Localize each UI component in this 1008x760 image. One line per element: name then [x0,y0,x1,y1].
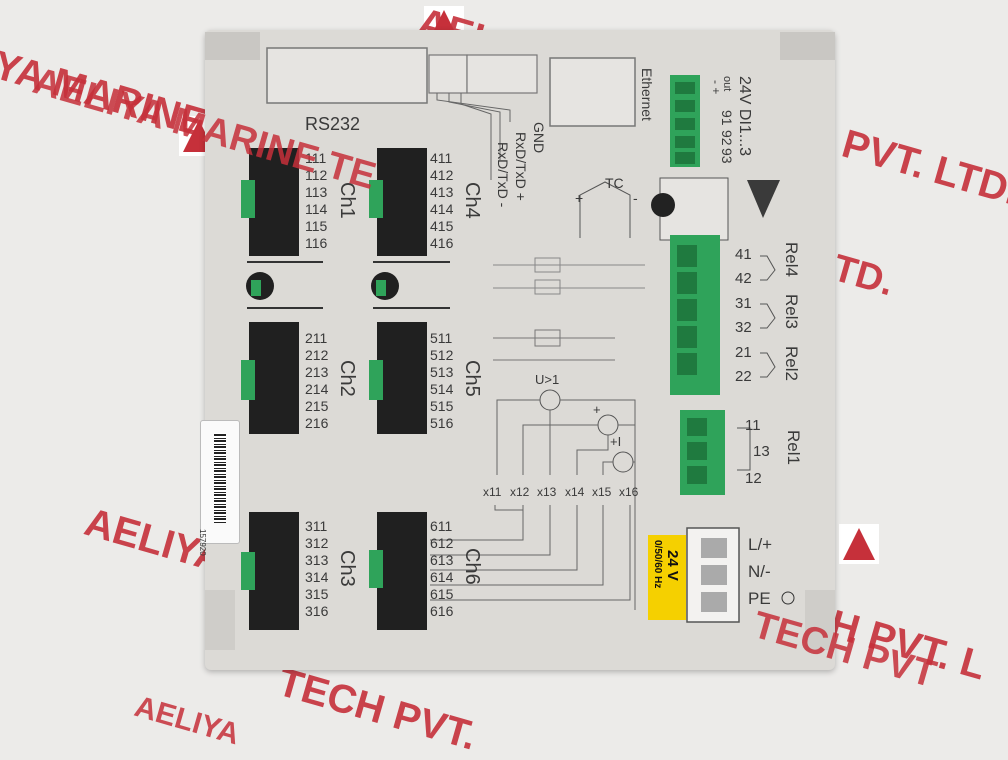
ch5-terminal: 511 [430,330,453,346]
ch2-terminal: 213 [305,364,329,380]
watermark-text-bottom: TECH PVT. [272,660,482,759]
rel3-label: Rel3 [782,294,801,329]
di-label: 24V DI1...3 [736,76,753,157]
ch3-terminal: 313 [305,552,329,568]
ch6-terminal: 612 [430,535,454,551]
di-terminal-91: 91 [719,110,735,126]
ch1-terminal: 113 [305,184,328,200]
rel2-terminal-22: 22 [735,368,752,385]
x-terminal: x11 [483,485,502,499]
rs232-pin-rxd-minus: RxD/TxD - [495,142,511,208]
rs232-pin-rxd-plus: RxD/TxD + [513,132,529,201]
ch6-label: Ch6 [461,548,483,585]
di-terminal-93: 93 [719,148,735,164]
rel4-label: Rel4 [782,242,801,277]
ch4-terminal: 416 [430,235,454,251]
di-terminal-92: 92 [719,130,735,146]
ch2-terminal: 216 [305,415,329,431]
schematic-plus: + [593,402,601,417]
rel1-terminal-12: 12 [745,470,762,487]
ch5-terminal: 515 [430,398,454,414]
ch3-terminal: 312 [305,535,329,551]
ch6-terminal: 611 [430,518,453,534]
ch3-terminal: 315 [305,586,329,602]
ch3-label: Ch3 [336,550,358,587]
ch4-terminal: 414 [430,201,454,217]
power-voltage: 24 V [664,550,681,581]
power-terminal-pe: PE [748,589,771,608]
ch1-terminal: 116 [305,235,328,251]
rel2-terminal-21: 21 [735,344,752,361]
rel2-label: Rel2 [782,346,801,381]
rel3-terminal-31: 31 [735,295,752,312]
ch5-terminal: 514 [430,381,454,397]
ch2-terminal: 214 [305,381,329,397]
ch2-terminal: 211 [305,330,328,346]
schematic-i-label: +I [610,434,622,449]
rel4-terminal-41: 41 [735,246,752,263]
sticker-number: 157920 [198,529,207,556]
x-terminal: x14 [565,485,585,499]
ch5-terminal: 516 [430,415,454,431]
ch1-terminal: 111 [305,150,327,166]
ch4-terminal: 412 [430,167,454,183]
ch6-terminal: 614 [430,569,454,585]
ch5-terminal: 512 [430,347,454,363]
tc-minus: - [633,190,638,206]
schematic-u-label: U>1 [535,372,560,387]
power-terminal-l: L/+ [748,535,773,554]
barcode-icon [214,433,226,523]
ch2-terminal: 215 [305,398,329,414]
ch3-terminal: 314 [305,569,329,585]
x-terminal: x15 [592,485,612,499]
ch3-terminal: 311 [305,518,328,534]
device-rear-panel: RS232 GND RxD/TxD + RxD/TxD - Ethernet 2… [205,30,835,670]
panel-artwork [205,32,835,650]
rel3-terminal-32: 32 [735,319,752,336]
x-terminal: x12 [510,485,530,499]
ch6-terminal: 615 [430,586,454,602]
rel1-terminal-13: 13 [753,443,770,460]
ch1-terminal: 115 [305,218,328,234]
rel4-terminal-42: 42 [735,270,752,287]
ch6-terminal: 616 [430,603,454,619]
ch5-label: Ch5 [461,360,483,397]
power-frequency: 0/50/60 Hz [652,540,663,589]
rs232-pin-gnd: GND [531,122,547,154]
x-terminal: x16 [619,485,639,499]
tc-label: TC [605,175,624,191]
ch4-terminal: 413 [430,184,454,200]
ch4-terminal: 415 [430,218,454,234]
ch3-terminal: 316 [305,603,329,619]
x-terminal: x13 [537,485,557,499]
ch4-label: Ch4 [461,182,483,219]
ethernet-label: Ethernet [639,68,655,121]
ch2-terminal: 212 [305,347,329,363]
ch4-terminal: 411 [430,150,453,166]
tc-plus: + [575,190,584,206]
power-terminal-n: N/- [748,562,771,581]
barcode-sticker: 157920 [198,420,240,556]
rs232-label: RS232 [305,114,361,134]
ch1-terminal: 114 [305,201,328,217]
rel1-terminal-11: 11 [745,417,761,434]
rel1-label: Rel1 [784,430,803,465]
ch1-terminal: 112 [305,167,328,183]
watermark-text-bottom-left-2: AELIYA [130,690,244,752]
ch5-terminal: 513 [430,364,454,380]
ch6-terminal: 613 [430,552,454,568]
di-polarity: - + [709,80,723,95]
ch2-label: Ch2 [336,360,358,397]
watermark-logo-icon [839,524,879,564]
